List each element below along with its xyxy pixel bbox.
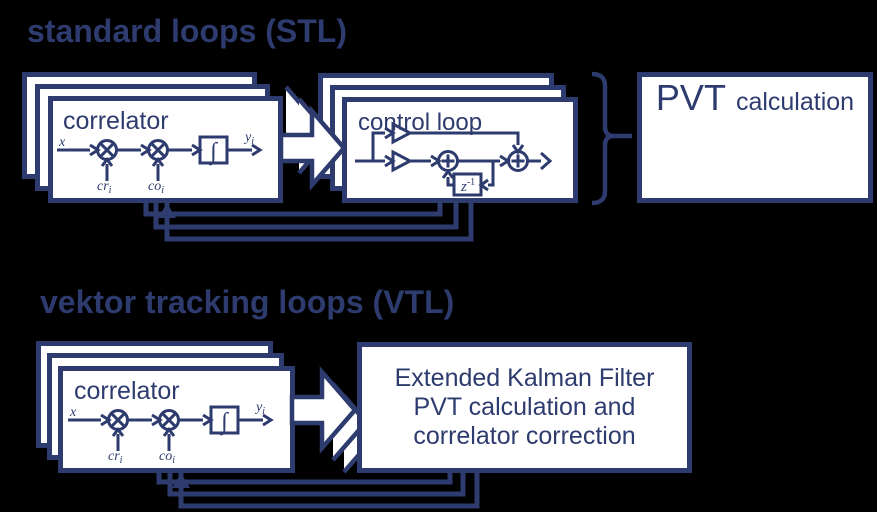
arrowhead-up-icon: [111, 427, 125, 437]
delay-element-label: z-1: [460, 177, 475, 195]
gain-triangle-icon: [391, 121, 414, 145]
vtl-carrier-input-label: coi: [159, 449, 175, 466]
arrowhead-up-icon: [162, 427, 176, 437]
stl-replica-input-label: cri: [97, 179, 112, 196]
pvt-acronym: PVT: [655, 77, 726, 118]
stl-feedback-arrowhead-icon: [158, 203, 176, 218]
pvt-calculation-box: PVT calculation: [637, 72, 873, 203]
stl-section-title: standard loops (STL): [27, 13, 347, 49]
stl-correlator-label: correlator: [63, 107, 169, 135]
vtl-correlator-box: correlator x ∫ yi: [58, 366, 295, 473]
stl-input-signal-label: x: [58, 135, 66, 150]
vtl-feedback-arrowhead-icon: [172, 473, 190, 488]
arrowhead-icon: [499, 154, 511, 168]
ekf-line-2: PVT calculation and: [413, 393, 636, 421]
vtl-correlator-label: correlator: [74, 377, 180, 405]
stl-correlator-diagram: correlator x ∫ yi: [57, 107, 263, 196]
arrowhead-icon: [262, 413, 274, 427]
integrator-symbol: ∫: [208, 139, 218, 166]
arrowhead-up-icon: [100, 157, 114, 167]
vtl-output-signal-label: yi: [254, 400, 265, 417]
arrowhead-icon: [251, 143, 263, 157]
ekf-box: Extended Kalman Filter PVT calculation a…: [357, 342, 692, 473]
vtl-flow-arrow-icon: [289, 365, 358, 455]
vtl-section-title: vektor tracking loops (VTL): [40, 284, 455, 320]
arrowhead-up-icon: [441, 169, 455, 179]
ekf-line-3: correlator correction: [413, 422, 636, 450]
grouping-brace-icon: [591, 71, 632, 206]
vtl-correlator-diagram: correlator x ∫ yi: [68, 377, 274, 466]
vtl-input-signal-label: x: [69, 405, 77, 420]
vtl-replica-input-label: cri: [108, 449, 123, 466]
stl-control-loop-diagram: control loop: [355, 109, 553, 197]
output-arrowhead-icon: [540, 151, 553, 171]
stl-correlator-box: correlator x ∫ yi: [48, 96, 283, 203]
arrowhead-up-icon: [151, 157, 165, 167]
pvt-label: calculation: [735, 88, 855, 116]
stl-carrier-input-label: coi: [148, 179, 164, 196]
gain-triangle-icon: [391, 149, 414, 173]
stl-output-signal-label: yi: [243, 130, 254, 147]
stl-control-loop-box: control loop: [342, 97, 578, 203]
ekf-line-1: Extended Kalman Filter: [394, 364, 655, 392]
integrator-symbol: ∫: [219, 409, 229, 436]
